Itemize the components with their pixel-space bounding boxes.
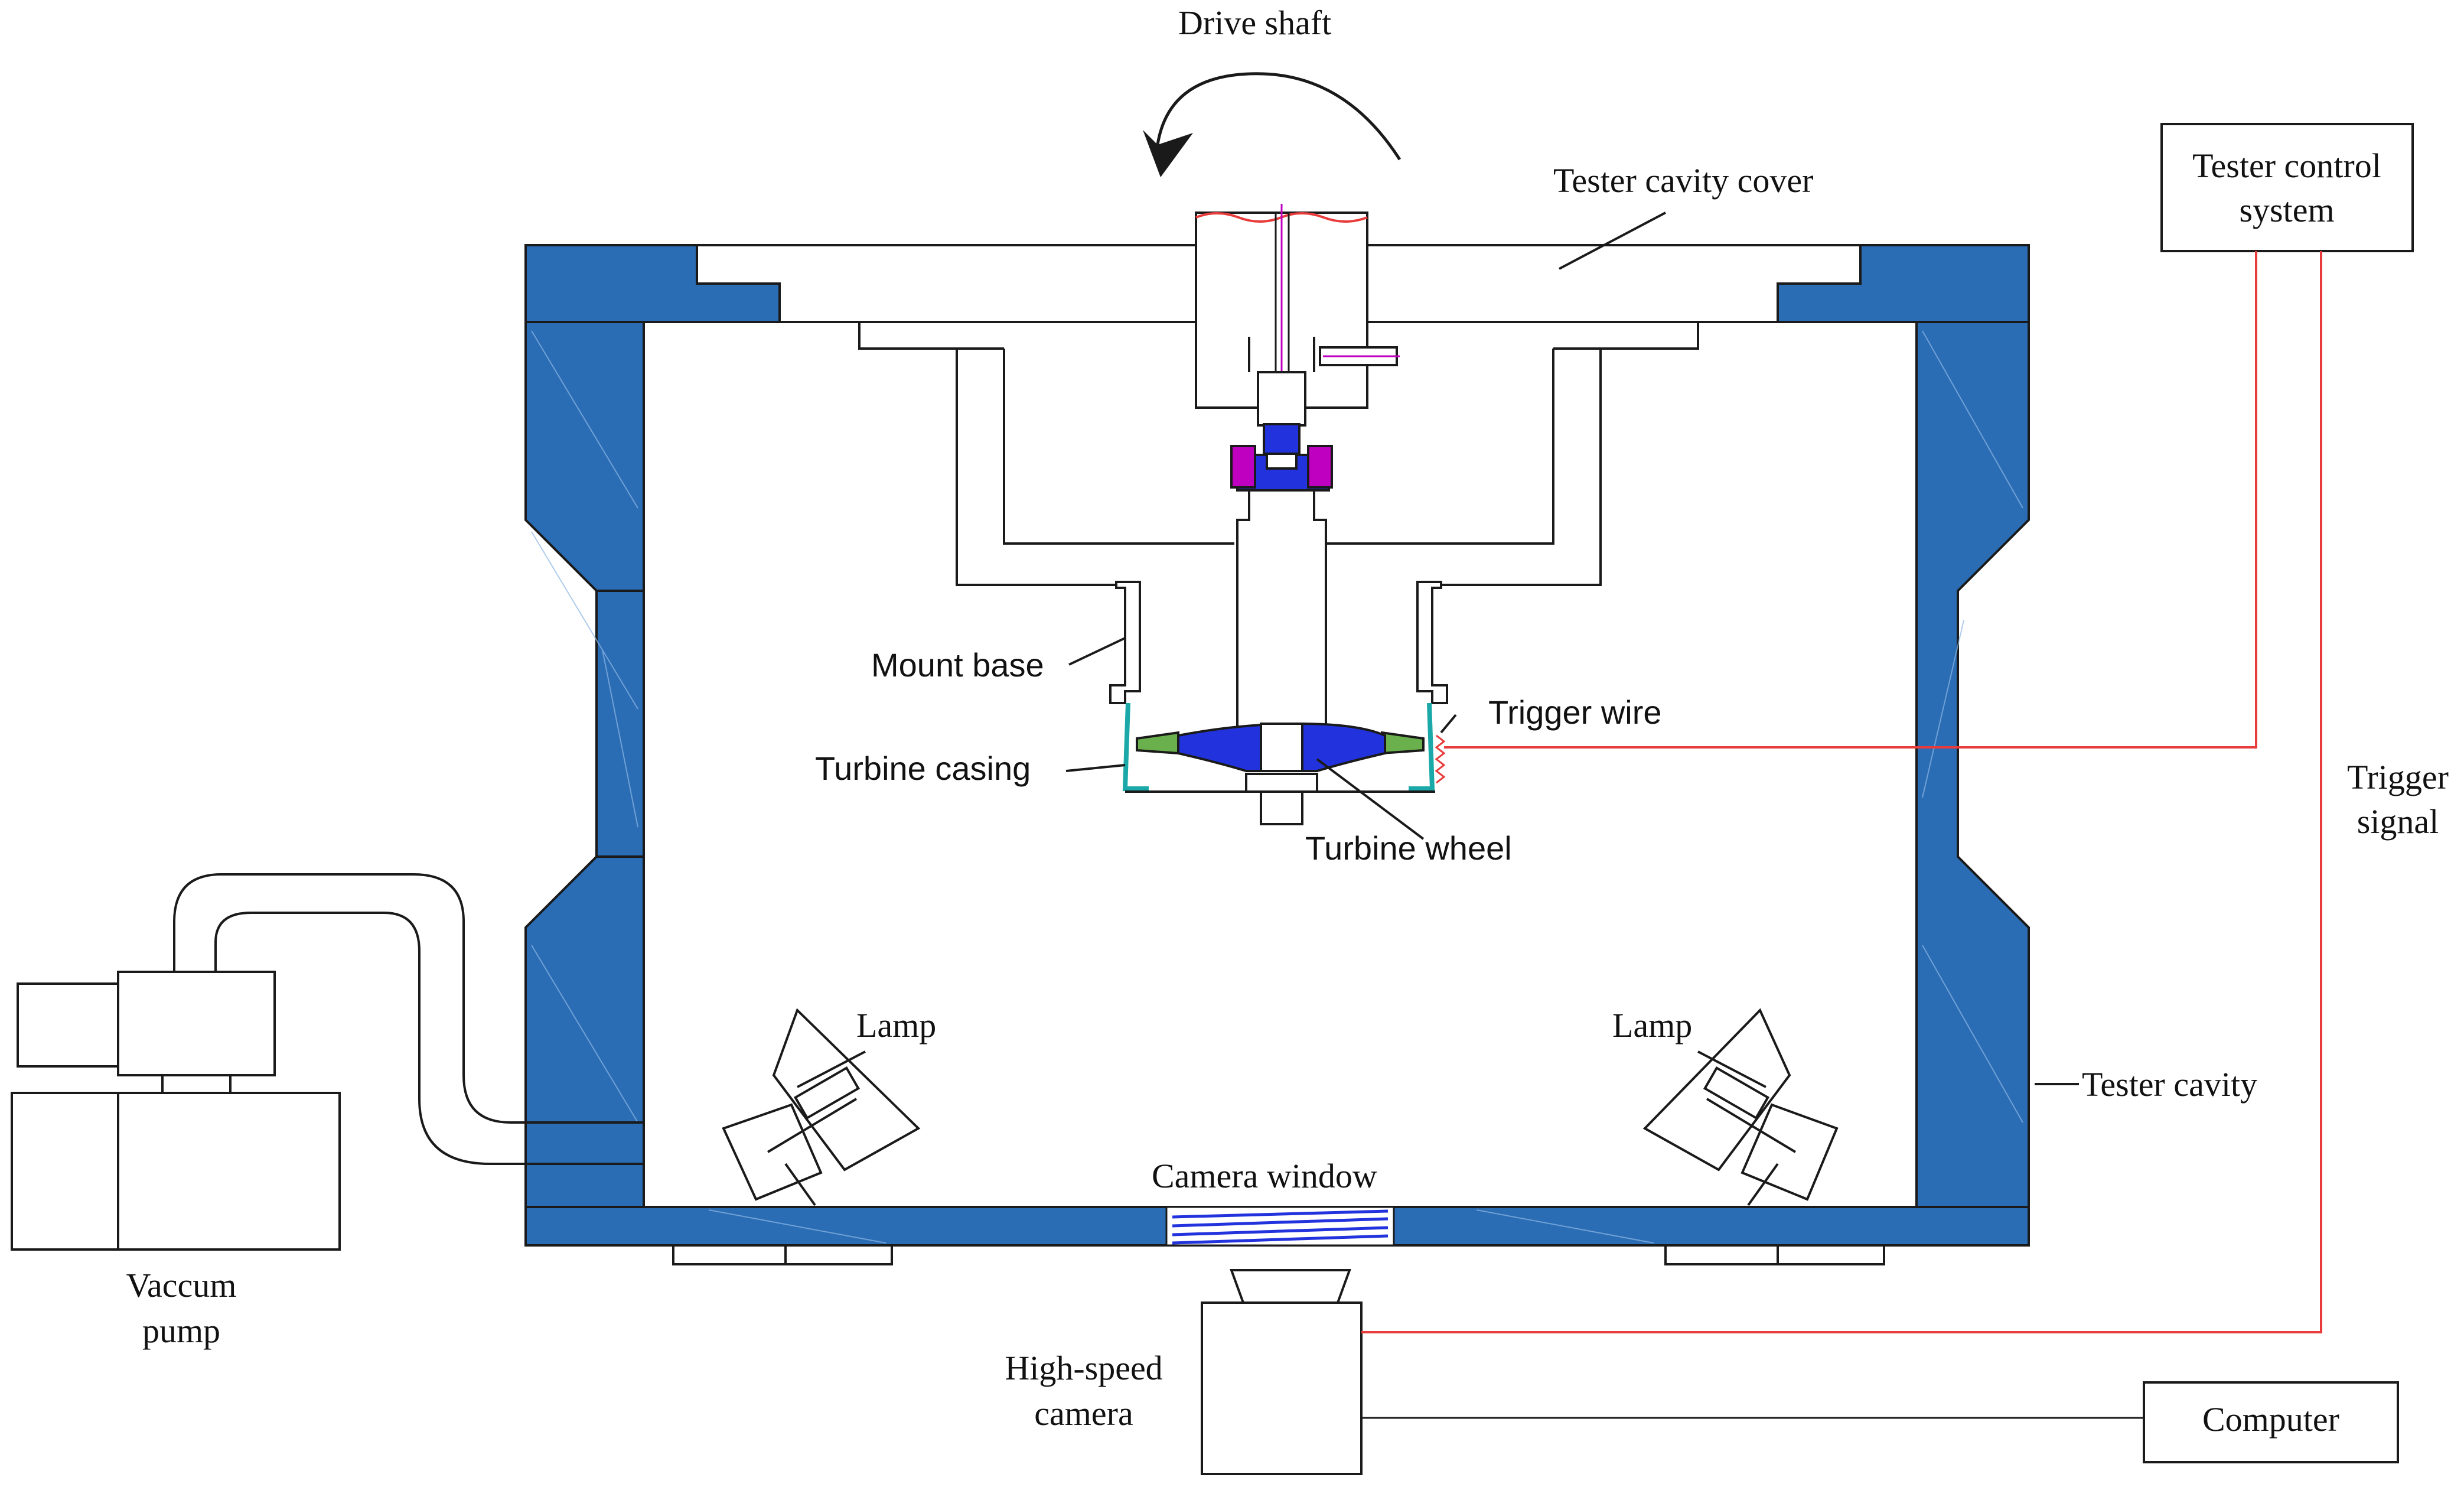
bearing-column	[1236, 489, 1327, 734]
tester-control-system-box	[2160, 123, 2414, 252]
label-trigger-wire: Trigger wire	[1488, 694, 1662, 731]
label-tester-control-line2: system	[2239, 191, 2334, 229]
mount-base	[1109, 581, 1448, 704]
wheel-nut	[1245, 773, 1318, 793]
left-cavity-wall	[524, 244, 645, 1208]
vacuum-pump-shape	[11, 873, 644, 1251]
drive-shaft-assembly	[1195, 204, 1400, 734]
support-feet	[672, 1244, 1885, 1265]
label-turbine-casing: Turbine casing	[815, 750, 1031, 787]
label-tester-control-line1: Tester control	[2192, 147, 2381, 185]
label-camera-window: Camera window	[1152, 1157, 1377, 1195]
label-high-speed-camera-line2: camera	[1034, 1394, 1133, 1433]
label-vacuum-pump-line2: pump	[142, 1312, 220, 1350]
computer-box	[2143, 1381, 2399, 1463]
label-trigger-signal-line2: signal	[2357, 802, 2439, 841]
label-tester-cavity: Tester cavity	[2082, 1065, 2257, 1104]
vacuum-hose	[173, 873, 644, 1124]
label-high-speed-camera-line1: High-speed	[1005, 1349, 1162, 1387]
lamp-left-shape	[722, 1008, 921, 1206]
nozzle-right	[1381, 731, 1425, 755]
left-cavity-wall-inner	[595, 590, 645, 858]
lamp-right-shape	[1642, 1008, 1839, 1206]
mount-frame	[858, 322, 1699, 586]
turbine-assembly	[1122, 702, 1446, 825]
camera-window	[1165, 1206, 1395, 1247]
coupling	[1263, 423, 1301, 455]
high-speed-camera-shape	[1201, 1269, 1363, 1475]
label-drive-shaft: Drive shaft	[1178, 4, 1331, 42]
trigger-wire-teeth	[1435, 734, 1446, 784]
label-mount-base: Mount base	[871, 646, 1044, 684]
trigger-signal-line	[1361, 251, 2322, 1333]
trigger-wire-line	[1444, 251, 2257, 749]
nozzle-left	[1136, 731, 1179, 755]
leader-lines	[1065, 212, 2079, 1085]
label-turbine-wheel: Turbine wheel	[1305, 829, 1512, 867]
rotation-arrow	[1156, 72, 1402, 161]
label-trigger-signal-line1: Trigger	[2347, 758, 2449, 796]
turbine-casing	[1122, 702, 1149, 791]
rotation-arrowhead	[1143, 130, 1193, 177]
label-tester-cavity-cover: Tester cavity cover	[1553, 161, 1813, 200]
label-lamp-left: Lamp	[856, 1006, 936, 1045]
right-cavity-wall	[1915, 244, 2030, 1208]
label-vacuum-pump-line1: Vaccum	[126, 1266, 237, 1304]
label-computer: Computer	[2202, 1400, 2339, 1439]
label-lamp-right: Lamp	[1612, 1006, 1692, 1045]
